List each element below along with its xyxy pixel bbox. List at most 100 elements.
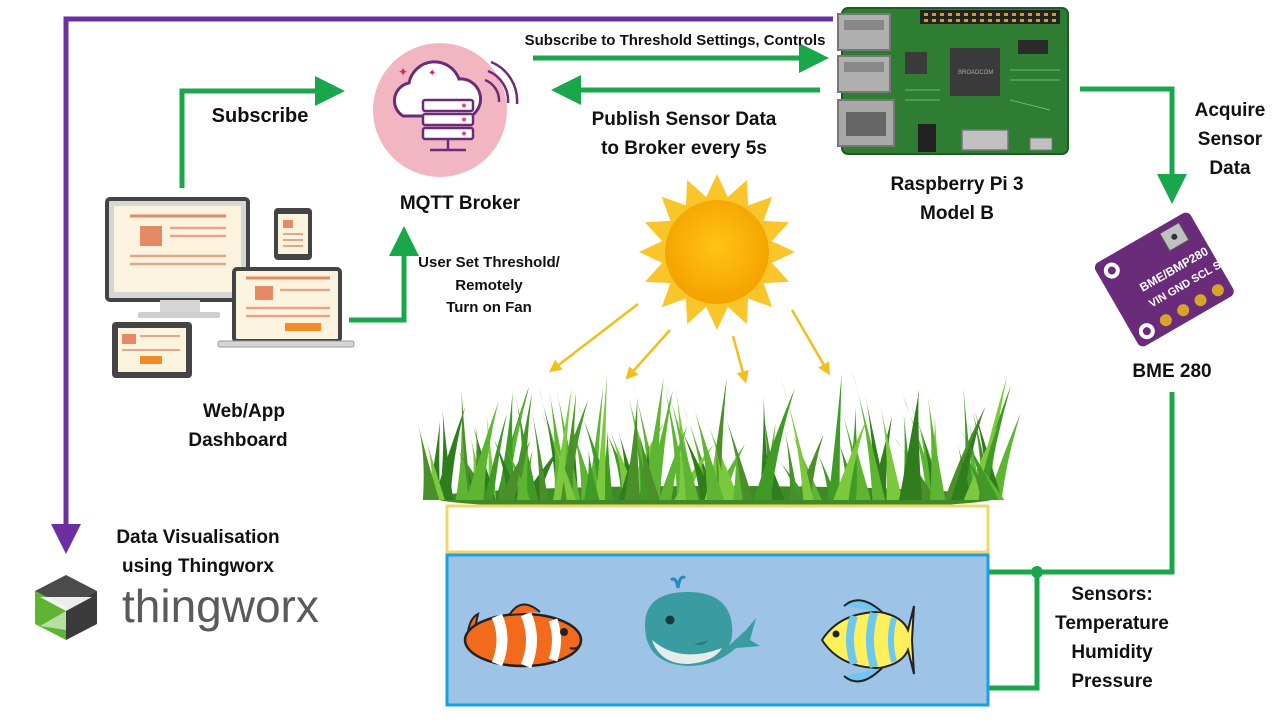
subscribe-threshold-label: Subscribe to Threshold Settings, Control… [525,32,826,49]
grass-blade [950,414,983,500]
publish-label-line1: Publish Sensor Data [592,109,777,130]
sensors-label-line2: Temperature [1055,613,1169,634]
grass-blade [497,392,516,500]
junction-dot [1031,566,1043,578]
grass-blade [815,448,838,500]
grass-blade [433,407,466,500]
grass-blade [675,390,696,500]
sun-ray-arrow-4 [790,309,830,376]
grass-blade [970,400,993,500]
sensors-label-line4: Pressure [1071,671,1152,692]
grass-blade [418,424,440,500]
purple-arrow-to-thingworx [51,16,833,555]
grass-blade [851,370,886,500]
grass-blade [455,429,470,500]
sun-icon [639,174,795,330]
grass-blade [553,387,572,500]
grass-blade [638,430,660,500]
sensors-label-line1: Sensors: [1071,584,1152,605]
clownfish-icon [463,603,583,669]
rpi-label-line2: Model B [920,203,994,224]
sun-ray-arrow-1 [549,303,639,373]
grass-blade [674,443,715,500]
svg-text:✦: ✦ [428,68,436,79]
grass-blade [970,397,1002,500]
grass-blade [560,392,577,500]
grass-blade [708,377,727,500]
grass-blade [833,418,868,500]
mqtt-broker-icon: ✦ ✦ ✦ [373,43,519,177]
arrow-rpi-to-bme [1080,86,1187,205]
grass-blade [465,401,499,500]
grass-blade [690,399,725,500]
acquire-label-line1: Acquire [1195,100,1266,121]
grass-blade [780,376,814,500]
grass-blade [753,388,795,500]
bme280-sensor-board: BME/BMP280 VIN GND SCL SDA [1094,212,1237,347]
grass-blade [959,428,999,500]
raspberry-pi-board: BROADCOM [837,7,1069,155]
grass-blade [624,397,640,500]
grass-blade [828,373,842,500]
grass-blade [498,440,531,500]
grass-blade [641,377,664,500]
mqtt-broker-label: MQTT Broker [400,193,521,214]
dashboard-label-line2: Dashboard [188,430,287,451]
arrow-dashboard-user-set [349,225,419,323]
grass-blade [516,442,529,500]
grass-icon [418,370,1021,510]
arrow-dashboard-subscribe [179,76,346,188]
bme-label: BME 280 [1132,361,1211,382]
subscribe-label: Subscribe [212,105,309,127]
user-set-label-line1: User Set Threshold/ [418,254,561,271]
grass-blade [899,390,920,500]
grass-blade [715,447,729,500]
svg-text:BROADCOM: BROADCOM [958,70,993,76]
grass-blade [957,442,972,500]
svg-text:✦: ✦ [398,65,408,79]
grass-blade [733,445,743,500]
grass-blade [439,410,454,500]
soil-layer [445,504,990,554]
user-set-label-line2: Remotely [455,277,523,294]
grass-blade [664,380,699,500]
sensors-label-line3: Humidity [1071,642,1153,663]
grass-blade [870,415,893,500]
user-set-label-line3: Turn on Fan [446,299,532,316]
rpi-label-line1: Raspberry Pi 3 [890,174,1023,195]
dataviz-label-line2: using Thingworx [122,556,274,577]
thingworx-logo-icon [35,575,97,640]
grass-blade [556,387,581,500]
thingworx-logo-text: thingworx [122,580,319,632]
angelfish-icon [820,599,915,683]
grass-blade [531,407,549,500]
publish-label-line2: to Broker every 5s [601,138,767,159]
grass-blade [540,411,576,500]
grass-blade [880,405,903,500]
acquire-label-line2: Sensor [1198,129,1263,150]
sun-ray-arrow-2 [625,329,671,380]
whale-icon [645,575,760,666]
grass-blade [484,413,507,500]
acquire-label-line3: Data [1209,158,1251,179]
grass-blade [584,449,600,500]
grass-blade [672,413,715,500]
grass-blade [704,416,740,500]
grass-blade [852,433,871,500]
sun-ray-arrow-3 [731,335,749,384]
grass-blade [595,374,607,500]
grass-blade [987,413,1021,500]
line-bme-to-tank [988,392,1175,575]
svg-text:✦: ✦ [502,142,510,152]
grass-blade [944,406,986,500]
grass-blade [769,449,808,500]
dashboard-label-line1: Web/App [203,401,285,422]
grass-blade [927,396,946,500]
grass-blade [635,438,651,500]
line-tank-bottom-loop [988,572,1040,691]
grass-blade [720,404,754,500]
dashboard-devices-icon [105,197,355,378]
dataviz-label-line1: Data Visualisation [116,527,279,548]
grass-blade [963,425,998,500]
